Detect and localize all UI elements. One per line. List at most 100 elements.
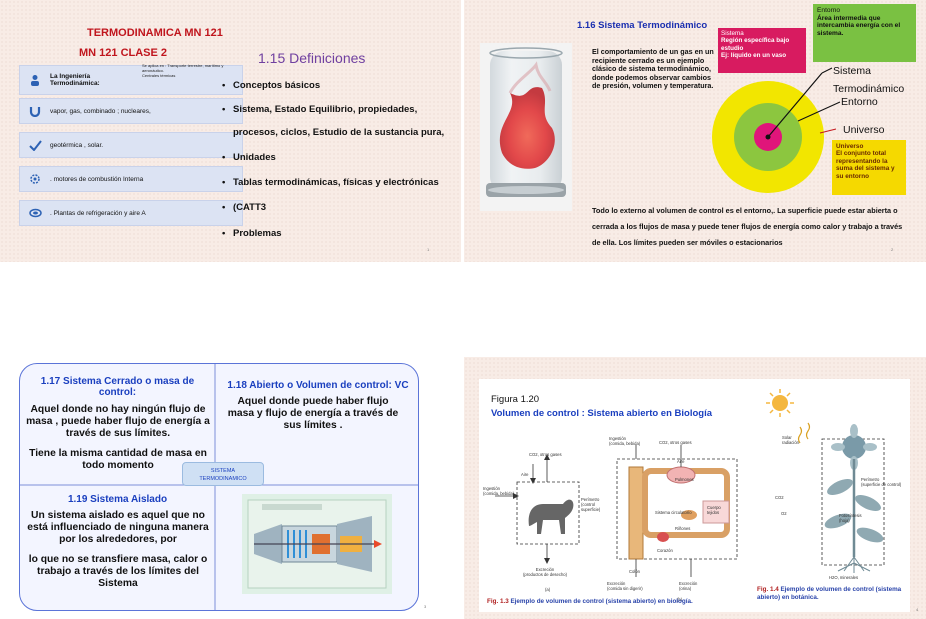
dog-control-volume-diagram	[495, 454, 580, 564]
entorno-callout-title: Entorno	[817, 7, 841, 14]
slide2-title: 1.16 Sistema Termodinámico	[577, 20, 708, 31]
bullet-item: •Unidades	[222, 152, 276, 163]
page-number: 4	[916, 607, 919, 612]
caption-biology: Fig. 1.3 Ejemplo de volumen de control (…	[487, 598, 693, 605]
system-diagram	[712, 67, 841, 193]
dog-label: Ingestión (comida, bebida)	[483, 486, 515, 496]
list-item-label: . Plantas de refrigeración y aire A	[50, 209, 146, 217]
body-label: Excreción (comida sin digerir)	[607, 581, 643, 591]
page-number: 1	[427, 247, 430, 252]
entorno-callout-text: Área intermedia que intercambia energía …	[817, 14, 901, 37]
list-item-refrigeracion: . Plantas de refrigeración y aire A	[19, 200, 243, 226]
isolated-system-title: 1.19 Sistema Aislado	[67, 494, 168, 505]
engineer-icon	[20, 66, 50, 94]
definitions-heading: 1.15 Definiciones	[258, 50, 366, 66]
closed-system-text: Aquel donde no hay ningún flujo de masa …	[26, 404, 210, 439]
pointer-line-sistema	[767, 72, 823, 138]
body-label: Sistema circulatorio	[655, 510, 692, 515]
coil-icon	[20, 201, 50, 225]
entorno-callout: Entorno Área intermedia que intercambia …	[813, 4, 916, 62]
slide-3: 1.17 Sistema Cerrado o masa de control: …	[0, 357, 461, 619]
body-label: Colón	[629, 569, 640, 574]
plant-label: Solar radiación	[782, 435, 799, 445]
body-label: Pulmones	[675, 477, 694, 482]
slide1-title: TERMODINAMICA MN 121	[87, 27, 223, 39]
dog-label: Perímetro (control superficie)	[581, 497, 601, 512]
body-label: Ingestión (comida, bebida)	[609, 436, 641, 446]
list-item-motores: . motores de combustión Interna	[19, 166, 243, 192]
sistema-callout-text: Región específica bajo estudio Ej: líqui…	[721, 37, 790, 60]
gas-container-image	[480, 43, 572, 211]
bullet-item-continued: procesos, ciclos, Estudio de la sustanci…	[233, 127, 445, 138]
heart	[657, 532, 669, 542]
flower-head	[842, 435, 866, 459]
application-note: Se aplica en : Transporte terrestre, mar…	[142, 63, 224, 78]
boundary-explanation: Todo lo externo al volumen de control es…	[592, 206, 903, 247]
slide-1: TERMODINAMICA MN 121 MN 121 CLASE 2 La I…	[0, 0, 461, 262]
plant-control-volume-diagram	[766, 389, 885, 573]
magnet-icon	[20, 99, 50, 123]
control-surface	[516, 481, 580, 545]
body-label: Cuerpo tejidos	[707, 505, 721, 515]
isolated-system-text: Un sistema aislado es aquel que no está …	[27, 510, 209, 545]
figure-label: Figura 1.20	[491, 394, 540, 405]
bullet-item: •(CATT3	[222, 202, 267, 213]
kidneys	[681, 510, 697, 520]
list-item-label: . motores de combustión Interna	[50, 175, 144, 183]
system-description: El comportamiento de un gas en un recipi…	[592, 47, 714, 91]
body-label: Aire	[677, 459, 685, 464]
body-label: CO2, otros gases	[659, 440, 692, 445]
tissues	[702, 500, 730, 524]
plant-label: Fotosíntesis (hoja)	[839, 513, 862, 523]
plant-label: O2	[781, 511, 787, 516]
list-item-label: vapor, gas, combinado ; nucleares,	[50, 107, 151, 115]
body-label: Excreción (orina)	[679, 581, 698, 591]
sistema-callout-title: Sistema	[721, 30, 744, 37]
isolated-system-text-2: lo que no se transfiere masa, calor o tr…	[28, 554, 208, 589]
closed-system-text-2: Tiene la misma cantidad de masa en todo …	[29, 448, 207, 471]
body-label: Corazón	[657, 548, 673, 553]
sistema-callout: Sistema Región específica bajo estudio E…	[718, 28, 806, 73]
list-item-vapor: vapor, gas, combinado ; nucleares,	[19, 98, 243, 124]
biology-figure-card: Figura 1.20 Volumen de control : Sistema…	[479, 379, 910, 612]
body-control-volume-diagram	[616, 445, 738, 577]
dog-label: Excreción (productos de desecho)	[523, 567, 567, 577]
dog-label: CO2, otros gases	[529, 452, 562, 457]
checkmark-icon	[20, 133, 50, 157]
systems-panel: 1.17 Sistema Cerrado o masa de control: …	[19, 363, 419, 611]
label-sistema-termodinamico: Sistema Termodinámico	[833, 65, 905, 95]
piston-icon	[20, 167, 50, 191]
closed-system-title: 1.17 Sistema Cerrado o masa de control:	[40, 376, 195, 398]
label-entorno: Entorno	[841, 96, 878, 108]
bullet-item: •Conceptos básicos	[222, 80, 321, 91]
turbine-image	[242, 494, 392, 594]
label-universo: Universo	[843, 124, 885, 136]
pointer-line-sistema	[821, 67, 833, 74]
slide1-subtitle: MN 121 CLASE 2	[79, 47, 168, 59]
digestive-tract	[628, 466, 644, 560]
page-number: 3	[424, 604, 427, 609]
plant-label: H2O, minerales	[829, 575, 859, 580]
subfigure-label: (a)	[545, 587, 551, 592]
list-item-label: La Ingeniería Termodinámica:	[50, 73, 100, 87]
dog-label: Aire	[521, 472, 529, 477]
bullet-item: •Sistema, Estado Equilibrio, propiedades…	[222, 104, 418, 115]
universo-callout-title: Universo	[836, 143, 864, 150]
slide-4: Figura 1.20 Volumen de control : Sistema…	[464, 357, 926, 619]
open-system-title: 1.18 Abierto o Volumen de control: VC	[227, 380, 409, 391]
body-label: Riñones	[675, 526, 691, 531]
universo-callout: Universo El conjunto total representando…	[832, 140, 906, 195]
list-item-label: geotérmica , solar.	[50, 141, 104, 149]
plant-label: CO2	[775, 495, 784, 500]
open-system-text: Aquel donde puede haber flujo masa y flu…	[227, 396, 399, 431]
plant-label: Perímetro (superficie de control)	[861, 477, 902, 487]
list-item-geotermica: geotérmica , solar.	[19, 132, 243, 158]
dog-silhouette	[528, 499, 574, 534]
pointer-line-universo	[819, 128, 837, 134]
center-label: SISTEMA TERMODINAMICO	[182, 462, 264, 486]
universo-callout-text: El conjunto total representando la suma …	[836, 150, 895, 180]
subfigure-label: (b)	[677, 597, 683, 602]
slide-2: 1.16 Sistema Termodinámico El comportami…	[464, 0, 926, 262]
list-item-ingenieria: La Ingeniería Termodinámica:	[19, 65, 243, 95]
pointer-line-entorno	[797, 101, 841, 122]
